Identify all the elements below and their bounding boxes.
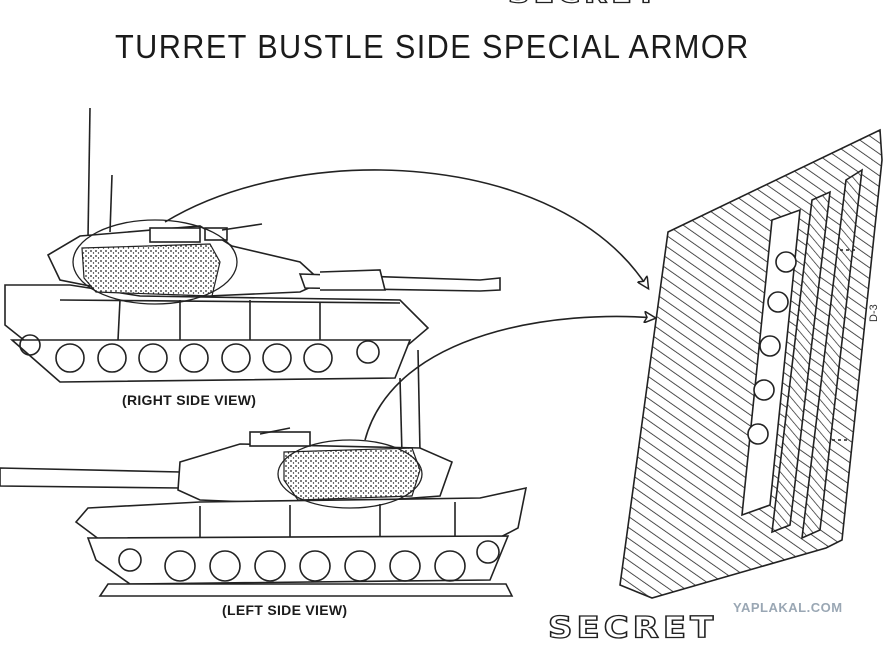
road-wheels [19, 334, 380, 373]
perforation-holes [747, 251, 797, 445]
classification-marking-top: SECRET [507, 0, 660, 9]
road-wheels [118, 540, 500, 582]
watermark: YAPLAKAL.COM [733, 600, 843, 615]
armor-cross-section-detail [619, 128, 883, 599]
classification-marking-bottom: SECRET [547, 610, 718, 645]
page-number: D-3 [868, 304, 880, 322]
armor-insert-1 [801, 168, 863, 540]
callout-arrow-left-view [364, 316, 655, 441]
bustle-armor-right [81, 243, 221, 297]
armor-insert-2 [771, 190, 831, 534]
caption-right-side-view: (RIGHT SIDE VIEW) [122, 392, 257, 408]
bustle-armor-left [283, 447, 421, 501]
antenna [399, 377, 403, 456]
antenna [87, 107, 91, 239]
antenna [109, 174, 113, 233]
page-title: TURRET BUSTLE SIDE SPECIAL ARMOR [115, 28, 750, 65]
caption-left-side-view: (LEFT SIDE VIEW) [222, 602, 348, 618]
tank-left-side-view [0, 349, 528, 597]
callout-arrow-right-view [164, 169, 648, 288]
armor-plate-outer [619, 128, 883, 599]
tank-right-side-view [4, 107, 501, 383]
